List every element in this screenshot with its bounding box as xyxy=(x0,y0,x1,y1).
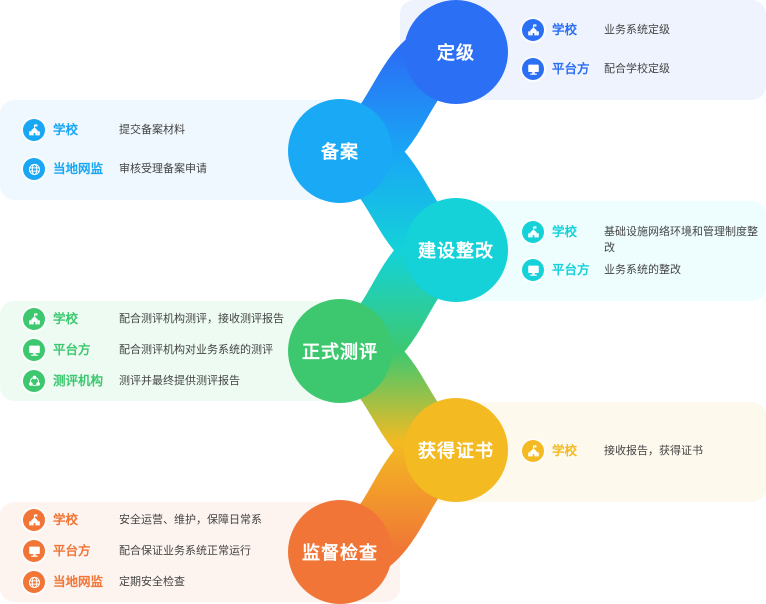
role-description: 业务系统的整改 xyxy=(604,263,681,276)
school-icon xyxy=(522,440,544,462)
role-description: 配合保证业务系统正常运行 xyxy=(119,544,251,557)
stage-node-rectification: 建设整改 xyxy=(404,198,508,302)
role-item: 当地网监 定期安全检查 xyxy=(23,571,309,593)
stage-node-grading: 定级 xyxy=(404,0,508,104)
stage-title: 监督检查 xyxy=(302,543,378,564)
monitor-icon xyxy=(23,339,45,361)
network-icon xyxy=(23,370,45,392)
school-icon xyxy=(23,119,45,141)
role-item: 平台方 业务系统的整改 xyxy=(522,259,764,281)
role-label: 当地网监 xyxy=(53,161,104,176)
role-description: 提交备案材料 xyxy=(119,123,185,136)
school-icon xyxy=(23,308,45,330)
school-icon xyxy=(522,221,544,243)
monitor-icon xyxy=(23,540,45,562)
role-description: 安全运营、维护，保障日常系 xyxy=(119,513,262,526)
stage-node-evaluation: 正式测评 xyxy=(288,299,392,403)
role-label: 学校 xyxy=(53,512,79,527)
stage-title: 备案 xyxy=(321,142,359,163)
role-item: 测评机构 测评并最终提供测评报告 xyxy=(23,370,309,392)
role-item: 学校 配合测评机构测评，接收测评报告 xyxy=(23,308,309,330)
role-description: 配合测评机构测评，接收测评报告 xyxy=(119,312,284,325)
role-label: 平台方 xyxy=(53,342,91,357)
role-label: 平台方 xyxy=(53,543,91,558)
stage-title: 获得证书 xyxy=(418,441,494,462)
role-item: 当地网监 审核受理备案申请 xyxy=(23,158,309,180)
role-label: 学校 xyxy=(552,22,578,37)
role-item: 平台方 配合学校定级 xyxy=(522,58,764,80)
stage-node-supervision: 监督检查 xyxy=(288,500,392,604)
role-description: 业务系统定级 xyxy=(604,23,670,36)
role-item: 平台方 配合保证业务系统正常运行 xyxy=(23,540,309,562)
globe-icon xyxy=(23,158,45,180)
role-description: 基础设施网络环境和管理制度整改 xyxy=(604,225,758,254)
role-description: 定期安全检查 xyxy=(119,575,185,588)
role-label: 平台方 xyxy=(552,262,590,277)
globe-icon xyxy=(23,571,45,593)
stage-title: 定级 xyxy=(437,43,475,64)
role-description: 配合测评机构对业务系统的测评 xyxy=(119,343,273,356)
school-icon xyxy=(522,19,544,41)
school-icon xyxy=(23,509,45,531)
role-item: 学校 业务系统定级 xyxy=(522,19,764,41)
stage-title: 正式测评 xyxy=(302,342,378,363)
stage-title: 建设整改 xyxy=(418,241,494,262)
role-item: 平台方 配合测评机构对业务系统的测评 xyxy=(23,339,309,361)
role-description: 测评并最终提供测评报告 xyxy=(119,374,240,387)
stage-node-filing: 备案 xyxy=(288,99,392,203)
role-label: 学校 xyxy=(552,443,578,458)
role-description: 配合学校定级 xyxy=(604,62,670,75)
role-label: 学校 xyxy=(552,224,578,239)
role-label: 平台方 xyxy=(552,61,590,76)
role-item: 学校 基础设施网络环境和管理制度整改 xyxy=(522,221,764,256)
monitor-icon xyxy=(522,259,544,281)
stage-node-certificate: 获得证书 xyxy=(404,398,508,502)
role-item: 学校 提交备案材料 xyxy=(23,119,309,141)
role-label: 学校 xyxy=(53,122,79,137)
role-description: 接收报告，获得证书 xyxy=(604,444,703,457)
role-label: 当地网监 xyxy=(53,574,104,589)
monitor-icon xyxy=(522,58,544,80)
role-item: 学校 安全运营、维护，保障日常系 xyxy=(23,509,309,531)
role-description: 审核受理备案申请 xyxy=(119,162,207,175)
role-label: 测评机构 xyxy=(53,373,104,388)
role-label: 学校 xyxy=(53,311,79,326)
role-item: 学校 接收报告，获得证书 xyxy=(522,440,764,462)
